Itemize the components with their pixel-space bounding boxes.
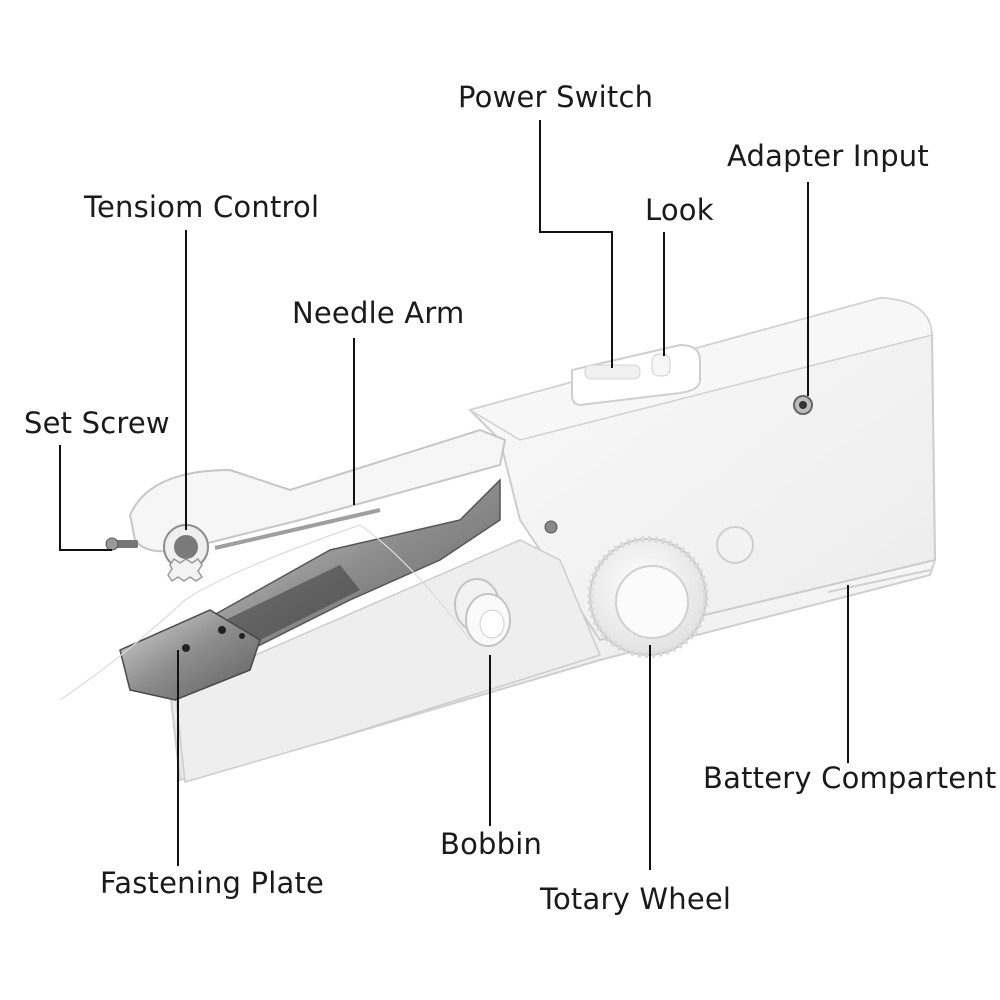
leader-power-switch — [539, 120, 613, 368]
battery-compartment-seam — [827, 569, 931, 593]
label-bobbin: Bobbin — [440, 827, 543, 861]
machine-body — [168, 296, 937, 783]
fastening-plate — [119, 609, 261, 701]
rotary-wheel — [587, 536, 709, 658]
label-tension-control: Tensiom Control — [84, 190, 320, 224]
leader-set-screw — [59, 445, 112, 551]
label-needle-arm: Needle Arm — [292, 296, 465, 330]
side-button — [716, 526, 754, 564]
adapter-input-port — [793, 395, 813, 415]
tension-control-knob — [163, 524, 209, 583]
label-power-switch: Power Switch — [458, 80, 654, 114]
label-battery-compartment: Battery Compartent — [703, 761, 997, 795]
body-screw — [544, 520, 558, 534]
label-set-screw: Set Screw — [24, 406, 170, 440]
set-screw — [105, 537, 138, 551]
label-adapter-input: Adapter Input — [727, 139, 929, 173]
label-rotary-wheel: Totary Wheel — [540, 882, 732, 916]
label-look: Look — [645, 193, 714, 227]
front-arm — [128, 428, 507, 661]
label-fastening-plate: Fastening Plate — [100, 866, 325, 900]
bobbin — [454, 578, 511, 647]
power-switch-slider — [571, 343, 701, 407]
leader-lines — [59, 120, 849, 870]
